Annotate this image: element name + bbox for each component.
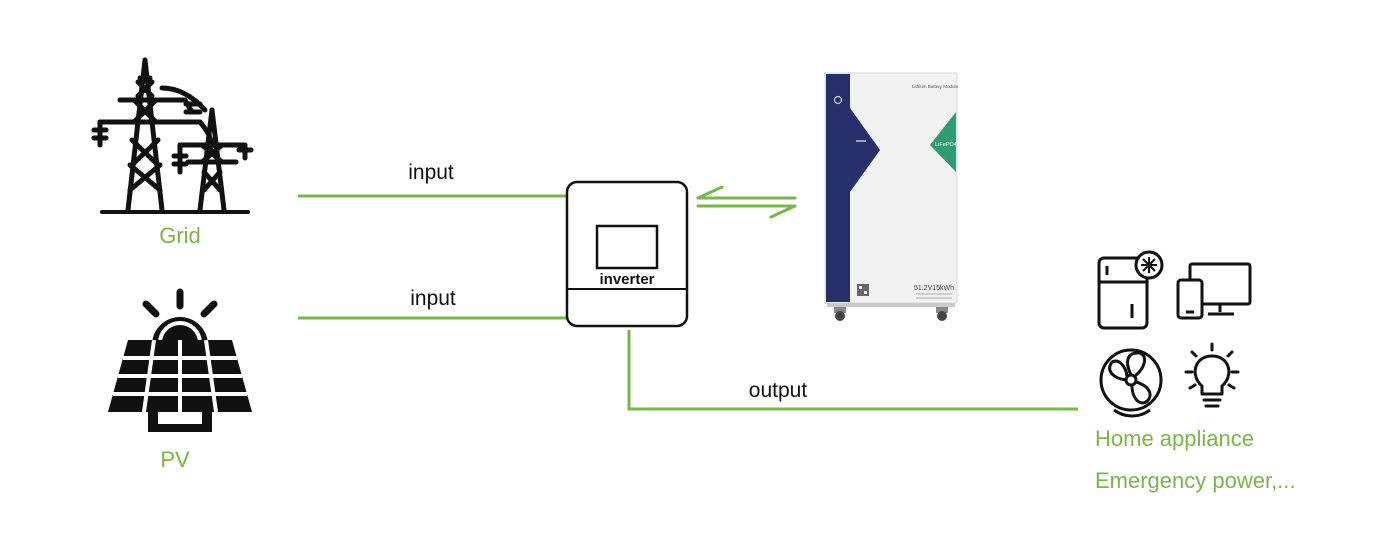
light-bulb-icon	[1184, 342, 1240, 408]
output-label: output	[749, 379, 808, 402]
battery-chem-tag: LiFePO4	[935, 142, 957, 148]
inverter-box	[565, 180, 689, 328]
load-label-home-appliance: Home appliance	[1095, 426, 1254, 451]
battery-capacity-text: 51.2V15kWh	[914, 285, 954, 292]
devices-icon	[1176, 262, 1252, 320]
power-button-icon	[833, 95, 843, 105]
inverter-display	[595, 224, 659, 270]
grid-input-label: input	[408, 161, 454, 184]
power-tower-icon	[91, 57, 254, 214]
wheel-icon	[936, 307, 948, 321]
load-label-emergency-power: Emergency power,...	[1095, 468, 1296, 493]
wheel-icon	[834, 307, 846, 321]
output-line	[627, 330, 1078, 411]
fan-icon	[1099, 348, 1163, 418]
grid-label: Grid	[159, 223, 201, 248]
pv-label: PV	[160, 447, 190, 472]
fridge-icon	[1097, 250, 1164, 330]
battery-brand-text: Lithium Battery Module	[912, 84, 959, 89]
battery-cabinet: LiFePO4 Lithium Battery Module 51.2V15kW…	[824, 72, 959, 321]
inverter-label: inverter	[599, 271, 654, 288]
bidirectional-arrow	[696, 185, 797, 219]
connection-lines	[298, 194, 1078, 411]
solar-panel-icon	[108, 288, 252, 432]
qr-code-icon	[857, 284, 869, 296]
pv-input-label: input	[410, 287, 456, 310]
